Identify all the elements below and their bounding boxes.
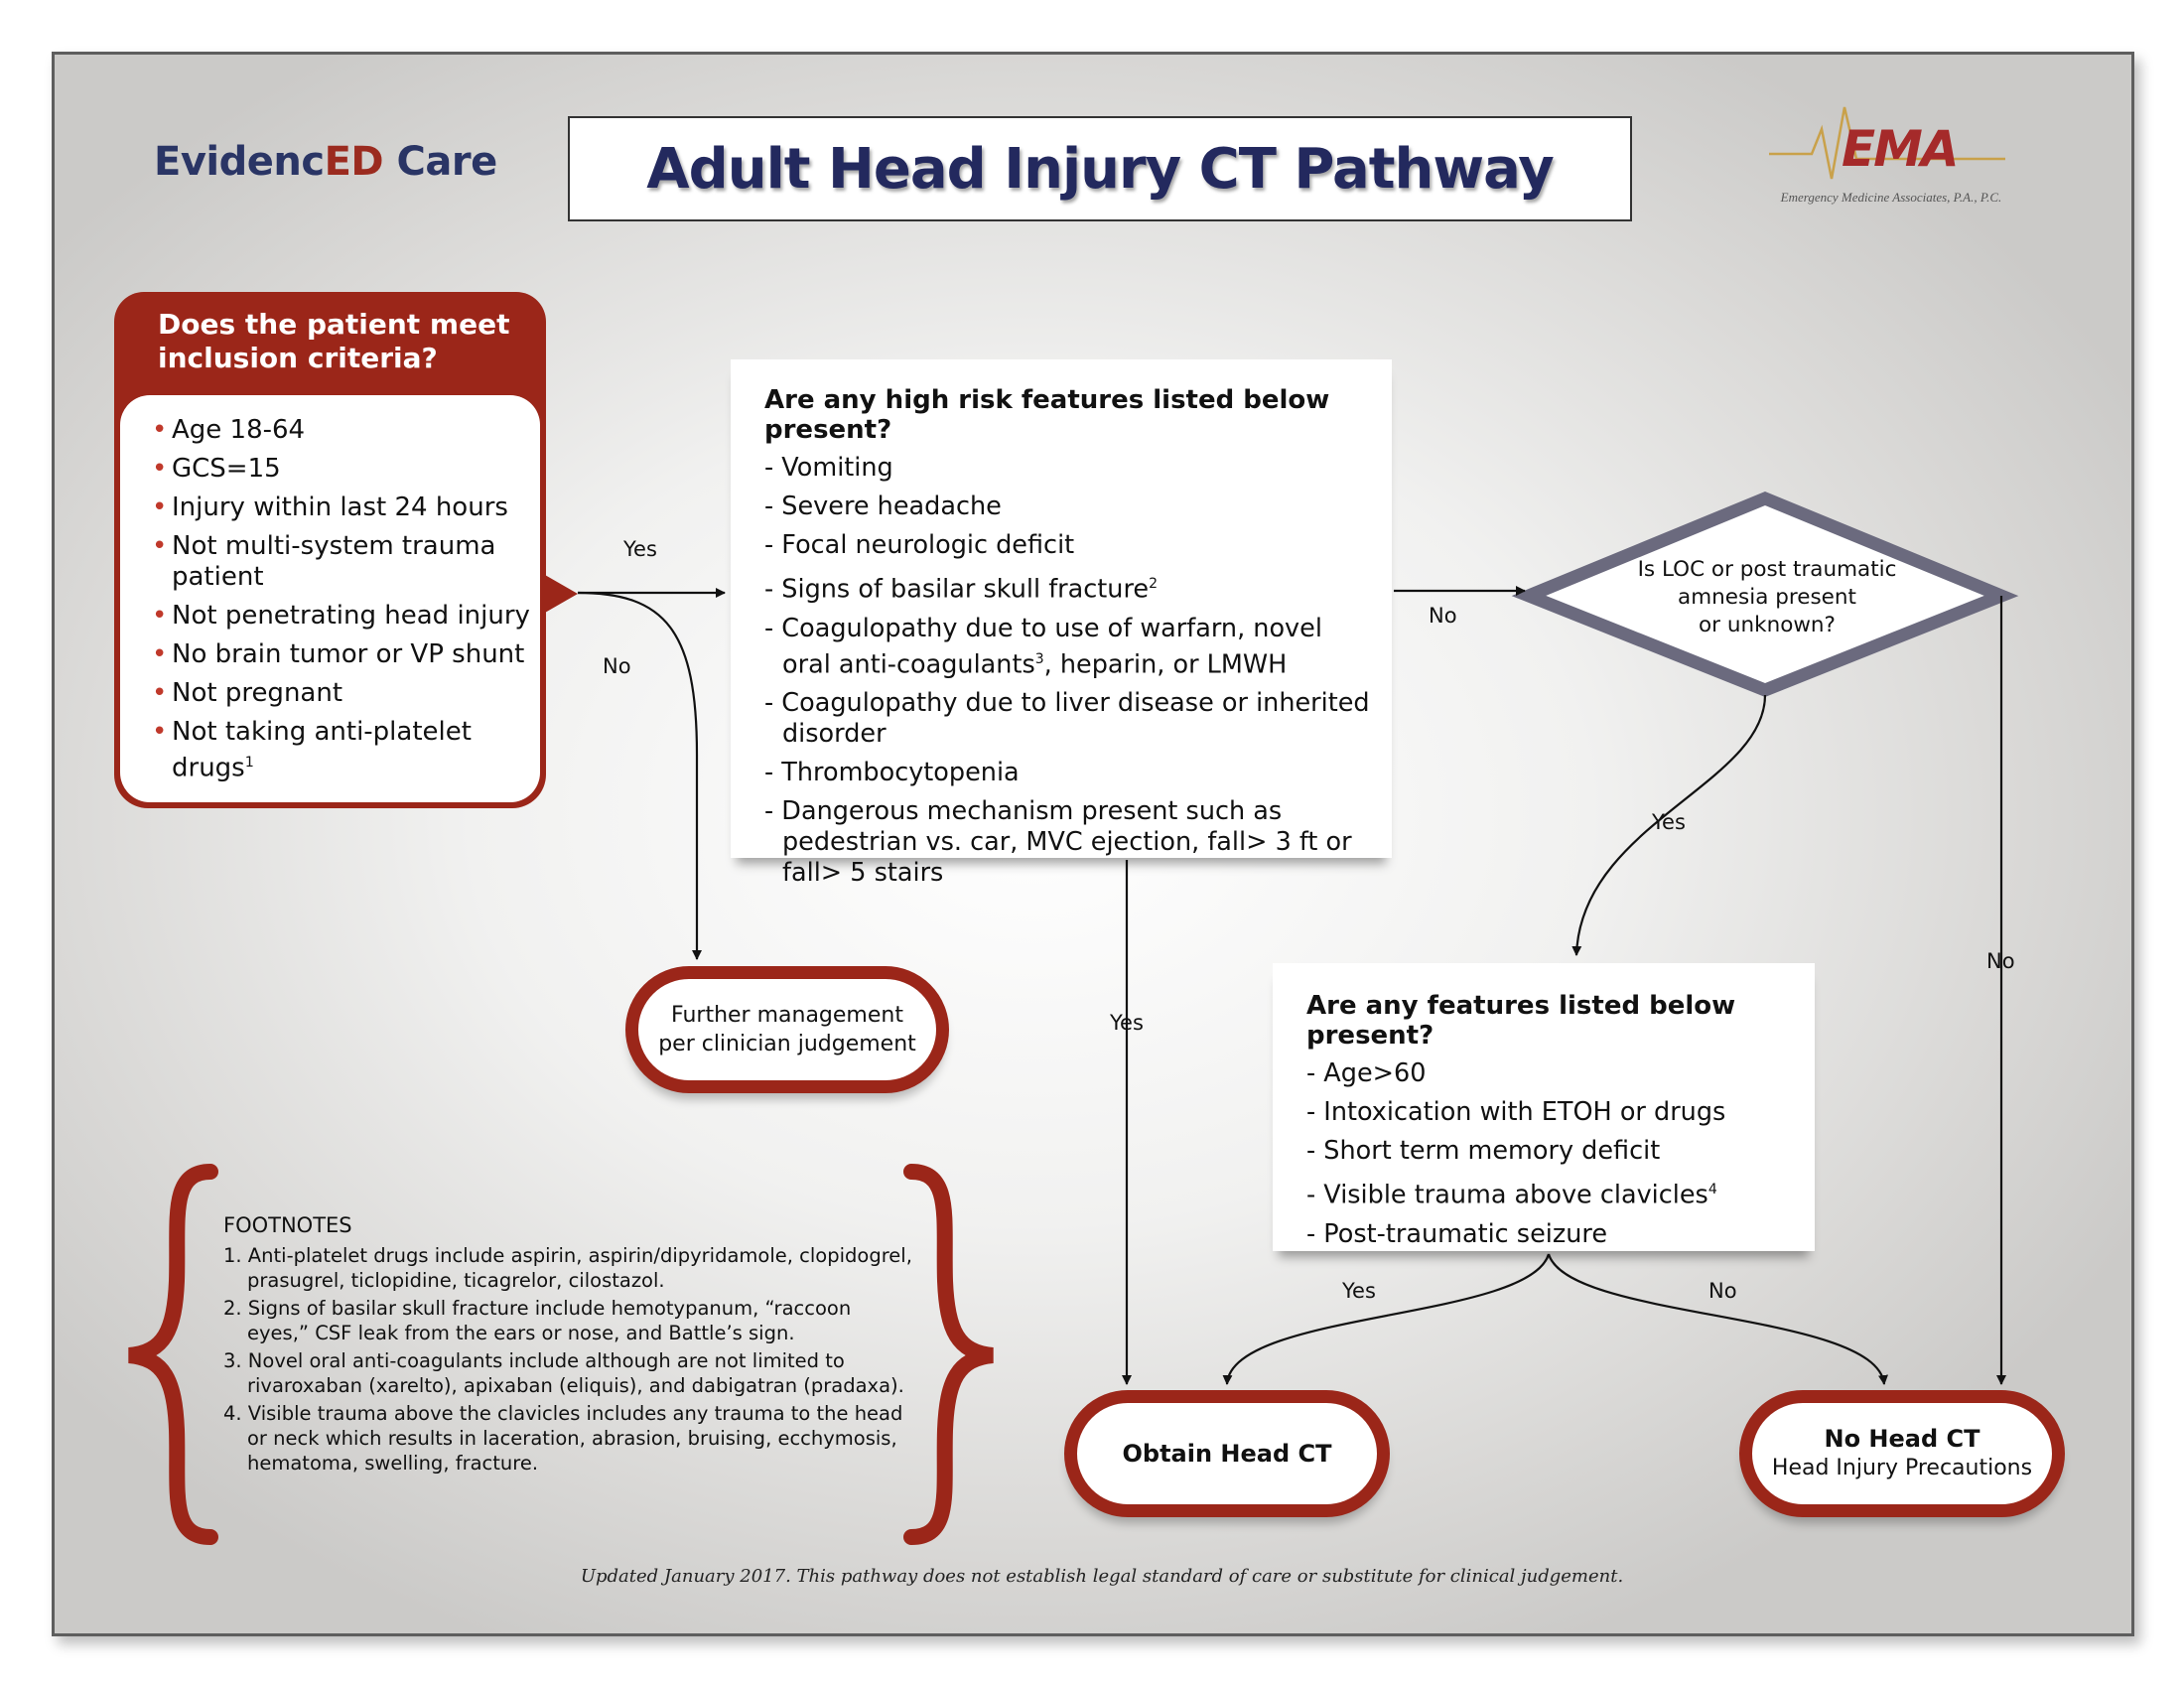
footnote-item: 2. Signs of basilar skull fracture inclu… <box>223 1297 852 1344</box>
features-question: Are any features listed below present? <box>1306 991 1736 1051</box>
label-no-features: No <box>1708 1279 1737 1303</box>
inclusion-criteria-list: Age 18-64 GCS=15 Injury within last 24 h… <box>120 395 540 802</box>
features-item: - Short term memory deficit <box>1306 1136 1661 1166</box>
high-risk-item: - Vomiting <box>764 453 893 483</box>
high-risk-question: Are any high risk features listed below … <box>764 385 1330 445</box>
disclaimer: Updated January 2017. This pathway does … <box>580 1566 1624 1587</box>
features-box: Are any features listed below present? -… <box>1273 963 1815 1251</box>
inclusion-item: Not taking anti-platelet drugs1 <box>152 717 530 784</box>
evidenced-care-logo: EvidencED Care <box>154 139 497 185</box>
label-no-loc: No <box>1986 949 2015 973</box>
footnotes-heading: FOOTNOTES <box>223 1213 352 1237</box>
high-risk-item: - Dangerous mechanism present such as pe… <box>764 796 1352 888</box>
inclusion-item: Not pregnant <box>152 678 530 709</box>
high-risk-item: - Signs of basilar skull fracture2 <box>764 574 1158 605</box>
further-management-terminal: Further management per clinician judgeme… <box>625 966 949 1093</box>
label-yes-highrisk: Yes <box>1110 1011 1144 1035</box>
high-risk-item: - Thrombocytopenia <box>764 758 1020 787</box>
footnote-item: 1. Anti-platelet drugs include aspirin, … <box>223 1244 912 1292</box>
ema-logo-subtitle: Emergency Medicine Associates, P.A., P.C… <box>1780 190 2002 205</box>
page-title: Adult Head Injury CT Pathway <box>646 136 1554 202</box>
inclusion-item: Injury within last 24 hours <box>152 492 530 523</box>
label-no-highrisk: No <box>1429 604 1457 628</box>
high-risk-item: - Focal neurologic deficit <box>764 530 1075 560</box>
high-risk-features-box: Are any high risk features listed below … <box>731 359 1392 888</box>
obtain-head-ct-terminal: Obtain Head CT <box>1064 1390 1390 1517</box>
features-item: - Age>60 <box>1306 1058 1427 1088</box>
inclusion-item: No brain tumor or VP shunt <box>152 639 530 670</box>
high-risk-item: - Coagulopathy due to liver disease or i… <box>764 688 1370 749</box>
label-yes-inclusion: Yes <box>623 537 657 561</box>
ema-logo: EMA <box>1842 120 1960 178</box>
high-risk-item: - Coagulopathy due to use of warfarn, no… <box>764 613 1322 680</box>
page-title-box: Adult Head Injury CT Pathway <box>568 116 1632 221</box>
inclusion-item: Not multi-system trauma patient <box>152 531 530 593</box>
inclusion-item: GCS=15 <box>152 454 530 485</box>
features-item: - Post-traumatic seizure <box>1306 1218 1608 1249</box>
loc-question: Is LOC or post traumatic amnesia present… <box>1637 557 1897 637</box>
footnote-item: 3. Novel oral anti-coagulants include al… <box>223 1349 904 1397</box>
label-yes-loc: Yes <box>1652 810 1686 834</box>
label-yes-features: Yes <box>1342 1279 1376 1303</box>
inclusion-item: Not penetrating head injury <box>152 601 530 632</box>
features-item: - Intoxication with ETOH or drugs <box>1306 1097 1726 1127</box>
footnotes: FOOTNOTES 1. Anti-platelet drugs include… <box>223 1213 918 1478</box>
no-head-ct-terminal: No Head CT Head Injury Precautions <box>1739 1390 2065 1517</box>
inclusion-question: Does the patient meet inclusion criteria… <box>158 308 510 374</box>
features-item: - Visible trauma above clavicles4 <box>1306 1180 1717 1210</box>
footnote-item: 4. Visible trauma above the clavicles in… <box>223 1402 903 1475</box>
label-no-inclusion: No <box>603 654 631 678</box>
inclusion-item: Age 18-64 <box>152 415 530 446</box>
high-risk-item: - Severe headache <box>764 492 1002 521</box>
